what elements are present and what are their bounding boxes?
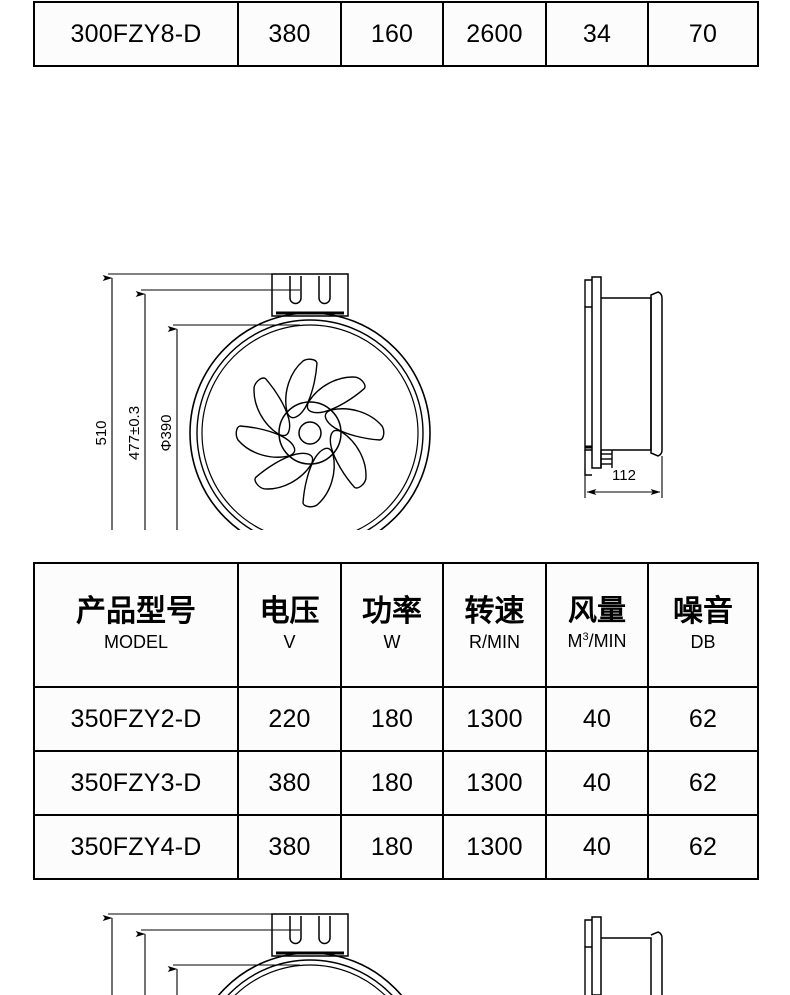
header-power: 功率 W — [340, 562, 444, 688]
cell-voltage: 380 — [237, 750, 342, 816]
header-speed-en: R/MIN — [469, 632, 520, 652]
header-voltage: 电压 V — [237, 562, 342, 688]
fan-outer-ring-partial — [217, 952, 403, 995]
cell-model: 300FZY8-D — [33, 1, 239, 67]
header-airflow-en: M3/MIN — [547, 630, 647, 653]
header-speed-cn: 转速 — [464, 594, 525, 628]
header-power-en: W — [383, 632, 401, 652]
dim-label-overall-height: 510 — [93, 420, 110, 445]
top-mount-bracket — [271, 913, 349, 957]
cell-noise: 62 — [647, 814, 759, 880]
dimension-lines — [102, 273, 300, 530]
header-noise-cn: 噪音 — [673, 594, 733, 628]
header-model-cn: 产品型号 — [76, 594, 196, 628]
table-row: 350FZY2-D 220 180 1300 40 62 — [33, 686, 759, 752]
cell-voltage: 380 — [237, 814, 342, 880]
truncated-spec-table: 300FZY8-D 380 160 2600 34 70 — [33, 1, 759, 67]
cell-airflow: 40 — [545, 686, 649, 752]
cell-model: 350FZY4-D — [33, 814, 239, 880]
next-fan-technical-drawing-truncated — [0, 900, 790, 995]
table-row: 300FZY8-D 380 160 2600 34 70 — [33, 1, 759, 67]
table-row: 350FZY3-D 380 180 1300 40 62 — [33, 750, 759, 816]
header-voltage-en: V — [283, 632, 296, 652]
side-view — [584, 276, 663, 476]
front-view — [189, 273, 431, 530]
cell-power: 180 — [340, 814, 444, 880]
fan-outer-ring — [189, 312, 431, 530]
side-view-dimension — [584, 456, 663, 498]
cell-voltage: 380 — [237, 1, 342, 67]
cell-speed: 1300 — [442, 686, 547, 752]
header-speed: 转速 R/MIN — [442, 562, 547, 688]
table-header-row: 产品型号 MODEL 电压 V 功率 W 转速 R/MIN 风量 M3/MIN … — [33, 562, 759, 688]
header-model-en: MODEL — [103, 632, 168, 652]
header-airflow-en-pre: M — [567, 631, 583, 652]
dim-label-fan-diameter: Φ390 — [158, 415, 175, 452]
cell-noise: 62 — [647, 686, 759, 752]
fan-blades — [235, 358, 385, 508]
cell-power: 180 — [340, 750, 444, 816]
header-noise-en: DB — [690, 632, 716, 652]
cell-speed: 2600 — [442, 1, 547, 67]
header-airflow-en-sup: 3 — [582, 631, 589, 644]
cell-power: 160 — [340, 1, 444, 67]
header-airflow: 风量 M3/MIN — [545, 562, 649, 688]
cell-airflow: 40 — [545, 814, 649, 880]
table-row: 350FZY4-D 380 180 1300 40 62 — [33, 814, 759, 880]
cell-airflow: 34 — [545, 1, 649, 67]
cell-speed: 1300 — [442, 750, 547, 816]
dim-label-mount-height: 477±0.3 — [126, 406, 143, 460]
fan-specification-table: 产品型号 MODEL 电压 V 功率 W 转速 R/MIN 风量 M3/MIN … — [33, 562, 759, 880]
axial-fan-technical-drawing: 510 477±0.3 Φ390 4-R4.5 9 100±1 140±1 — [0, 120, 790, 530]
front-view-partial — [217, 913, 403, 995]
header-power-cn: 功率 — [362, 594, 422, 628]
side-view-partial — [584, 916, 663, 995]
cell-noise: 70 — [647, 1, 759, 67]
cell-model: 350FZY3-D — [33, 750, 239, 816]
top-mount-bracket — [271, 273, 349, 317]
header-voltage-cn: 电压 — [259, 594, 320, 628]
cell-model: 350FZY2-D — [33, 686, 239, 752]
fan-hub — [278, 401, 342, 465]
header-noise: 噪音 DB — [647, 562, 759, 688]
header-airflow-cn: 风量 — [567, 595, 626, 628]
dimension-lines-partial — [102, 913, 300, 995]
cell-airflow: 40 — [545, 750, 649, 816]
header-airflow-en-post: /MIN — [588, 631, 627, 652]
cell-noise: 62 — [647, 750, 759, 816]
cell-speed: 1300 — [442, 814, 547, 880]
cell-voltage: 220 — [237, 686, 342, 752]
cell-power: 180 — [340, 686, 444, 752]
dimension-labels: 510 477±0.3 Φ390 4-R4.5 9 100±1 140±1 — [93, 406, 175, 460]
header-model: 产品型号 MODEL — [33, 562, 239, 688]
dim-label-depth: 112 — [612, 467, 636, 484]
